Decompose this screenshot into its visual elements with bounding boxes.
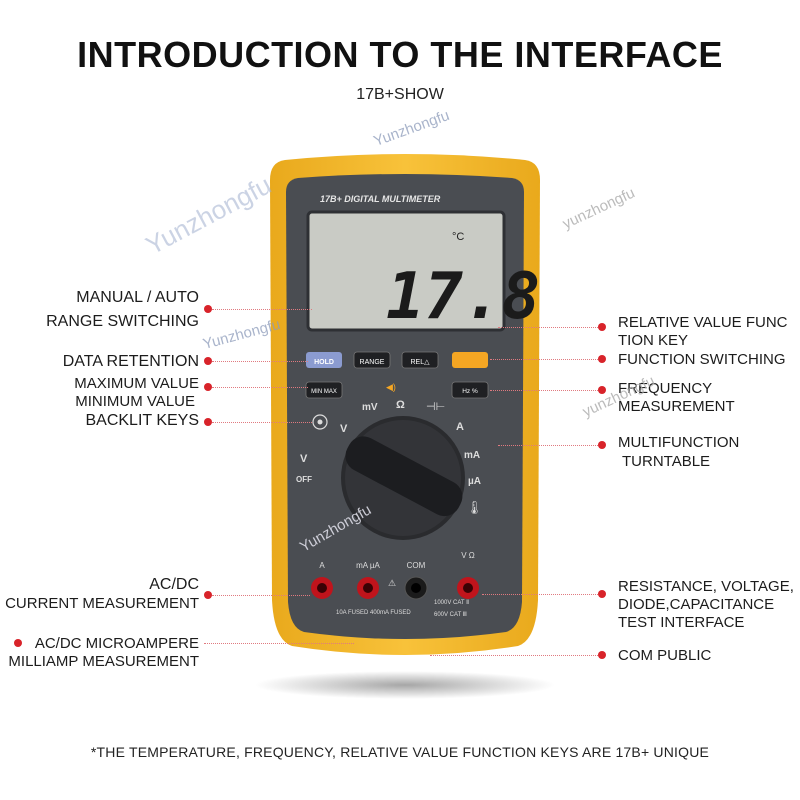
leader-turntable	[498, 445, 598, 446]
multimeter-illustration: 17B+ DIGITAL MULTIMETER °C 17.8 HOLD RAN…	[255, 154, 555, 699]
leader-minmax	[212, 387, 308, 388]
lcd-display	[306, 210, 506, 332]
hz-button[interactable]	[451, 381, 489, 399]
capacitor-icon: ⊣⊢	[426, 401, 445, 413]
lcd-value: 17.8	[386, 260, 540, 334]
dial-a: A	[456, 421, 464, 433]
label-data-retention: DATA RETENTION	[62, 353, 199, 370]
dial-ma: mA	[464, 450, 480, 461]
label-diode-capacitance: DIODE,CAPACITANCE	[618, 596, 775, 613]
leader-current	[212, 595, 310, 596]
label-frequency-measurement: MEASUREMENT	[618, 398, 735, 415]
page-subtitle: 17B+SHOW	[356, 86, 444, 103]
label-test-interface: TEST INTERFACE	[618, 614, 745, 631]
dial-ohm: Ω	[396, 399, 405, 411]
fuse-10a: 10A FUSED	[336, 610, 369, 616]
label-turntable: TURNTABLE	[622, 453, 711, 470]
page-title: INTRODUCTION TO THE INTERFACE	[77, 34, 723, 75]
function-button[interactable]	[452, 352, 488, 368]
leader-function	[490, 359, 598, 360]
marker-current	[204, 591, 212, 599]
label-frequency: FREQUENCY	[618, 380, 713, 397]
rel-button[interactable]	[401, 351, 439, 369]
label-function-switching: FUNCTION SWITCHING	[618, 351, 786, 368]
cat-rating-1: 1000V CAT Ⅱ	[434, 600, 469, 606]
label-resistance-voltage: RESISTANCE, VOLTAGE,	[618, 578, 794, 595]
dial-mv: mV	[362, 402, 378, 413]
hz-button-label: Hz %	[462, 388, 478, 395]
label-maximum-value: MAXIMUM VALUE	[74, 375, 199, 392]
watermark-right: yunzhongfu	[560, 184, 638, 233]
hold-button[interactable]	[306, 352, 342, 368]
marker-range	[204, 305, 212, 313]
dial-knob[interactable]	[340, 431, 468, 522]
dial-ua: µA	[468, 476, 481, 487]
marker-hold	[204, 357, 212, 365]
leader-rel	[498, 327, 598, 328]
label-current-measurement: CURRENT MEASUREMENT	[5, 595, 199, 612]
rel-button-label: REL△	[410, 359, 430, 366]
jack-v-ohm[interactable]	[457, 577, 479, 599]
label-milliamp-measurement: MILLIAMP MEASUREMENT	[8, 653, 199, 670]
lcd-unit: °C	[452, 231, 464, 243]
fuse-400ma: 400mA FUSED	[370, 610, 411, 616]
leader-com	[430, 655, 598, 656]
dial-off: OFF	[296, 475, 312, 484]
leader-frequency	[490, 390, 598, 391]
leader-v-ohm	[482, 594, 598, 595]
jack-ma[interactable]	[357, 577, 379, 599]
hold-button-label: HOLD	[314, 359, 334, 366]
marker-backlight	[204, 418, 212, 426]
leader-range	[212, 309, 312, 310]
jack-v-label: V Ω	[461, 551, 475, 560]
label-acdc: AC/DC	[149, 576, 199, 593]
jack-com[interactable]	[404, 576, 428, 600]
jack-com-label: COM	[407, 561, 426, 570]
backlight-icon-center	[317, 419, 323, 425]
cat-rating-2: 600V CAT Ⅲ	[434, 612, 467, 618]
label-acdc-microampere: AC/DC MICROAMPERE	[34, 635, 199, 652]
minmax-button-label: MIN MAX	[311, 389, 337, 395]
marker-com	[598, 651, 606, 659]
thermometer-icon: 🌡	[466, 500, 483, 515]
marker-minmax	[204, 383, 212, 391]
marker-microampere	[14, 639, 22, 647]
backlight-icon	[312, 414, 328, 430]
buzzer-icon: ◀)	[386, 382, 396, 392]
minmax-button[interactable]	[305, 381, 343, 399]
brand-label: 17B+ DIGITAL MULTIMETER	[320, 194, 441, 204]
warning-icon: ⚠	[388, 578, 396, 588]
jack-ma-label: mA µA	[356, 561, 380, 570]
leader-backlight	[212, 422, 312, 423]
range-button-label: RANGE	[360, 359, 385, 366]
range-button[interactable]	[353, 351, 391, 369]
footer-note: *THE TEMPERATURE, FREQUENCY, RELATIVE VA…	[90, 744, 710, 760]
label-backlit-keys: BACKLIT KEYS	[85, 412, 199, 429]
leader-hold	[212, 361, 308, 362]
label-manual-auto: MANUAL / AUTO	[76, 289, 199, 306]
label-relative-value-2: TION KEY	[618, 332, 689, 349]
marker-v-ohm	[598, 590, 606, 598]
label-relative-value: RELATIVE VALUE FUNC	[618, 314, 788, 331]
marker-rel	[598, 323, 606, 331]
label-range-switching: RANGE SWITCHING	[46, 313, 199, 330]
label-com-public: COM PUBLIC	[618, 647, 712, 664]
jack-a[interactable]	[311, 577, 333, 599]
label-minimum-value: MINIMUM VALUE	[75, 393, 195, 410]
dial-v-dc: V	[340, 423, 348, 435]
marker-frequency	[598, 386, 606, 394]
label-multifunction: MULTIFUNCTION	[618, 434, 740, 451]
marker-function	[598, 355, 606, 363]
leader-microampere	[204, 643, 354, 644]
jack-a-label: A	[319, 561, 325, 570]
dial-v-ac: V	[300, 453, 308, 465]
marker-turntable	[598, 441, 606, 449]
